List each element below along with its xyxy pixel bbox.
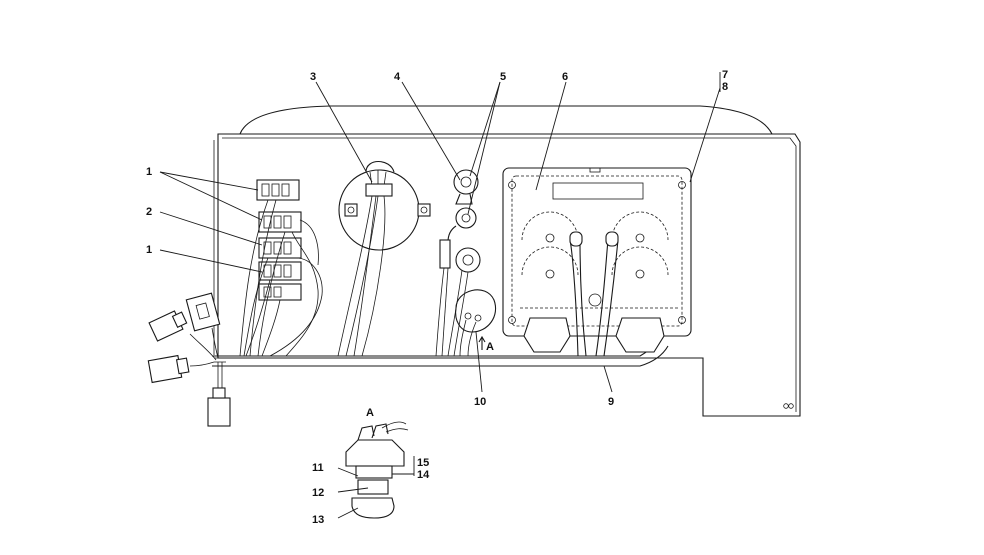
panel-symbol xyxy=(783,403,794,409)
callout-7: 7 xyxy=(722,69,728,81)
left-connector-3 xyxy=(147,354,190,384)
callout-1-bottom: 1 xyxy=(146,244,152,256)
callout-3: 3 xyxy=(310,71,316,83)
panel-hood xyxy=(239,105,773,135)
callout-13: 13 xyxy=(312,514,324,526)
relay-wires xyxy=(239,199,323,357)
switch-lower xyxy=(455,247,481,273)
callout-9: 9 xyxy=(608,396,614,408)
left-connector-4 xyxy=(207,387,231,427)
leader-lines xyxy=(159,72,721,393)
detail-title: A xyxy=(366,407,374,419)
detail-a: A xyxy=(337,407,415,519)
connector-block-4 xyxy=(258,261,302,281)
gauge-wires xyxy=(337,195,386,357)
callout-1-top: 1 xyxy=(146,166,152,178)
instrument-cluster xyxy=(502,167,692,337)
connector-block-2 xyxy=(258,211,302,233)
round-gauge xyxy=(338,160,431,251)
cluster-connectors xyxy=(523,231,665,357)
connector-block-upper xyxy=(256,179,300,201)
dashboard-panel xyxy=(217,133,801,417)
callout-8: 8 xyxy=(722,81,728,93)
callout-5: 5 xyxy=(500,71,506,83)
switch-top xyxy=(453,169,479,205)
view-marker-label: A xyxy=(486,341,494,353)
callout-4: 4 xyxy=(394,71,401,83)
callout-6: 6 xyxy=(562,71,568,83)
harness-channel xyxy=(212,344,669,367)
view-arrow-a: A xyxy=(478,335,494,353)
left-connector-1 xyxy=(185,292,221,332)
switch-wires xyxy=(435,239,477,357)
switch-middle xyxy=(447,207,477,243)
callout-14: 14 xyxy=(417,469,430,481)
callout-11: 11 xyxy=(312,462,324,474)
left-connector-2 xyxy=(148,310,188,342)
callout-10: 10 xyxy=(474,396,486,408)
left-connector-wires xyxy=(189,327,226,388)
callout-2: 2 xyxy=(146,206,152,218)
panel-inner-edge xyxy=(222,137,797,412)
callout-15: 15 xyxy=(417,457,429,469)
callout-12: 12 xyxy=(312,487,324,499)
